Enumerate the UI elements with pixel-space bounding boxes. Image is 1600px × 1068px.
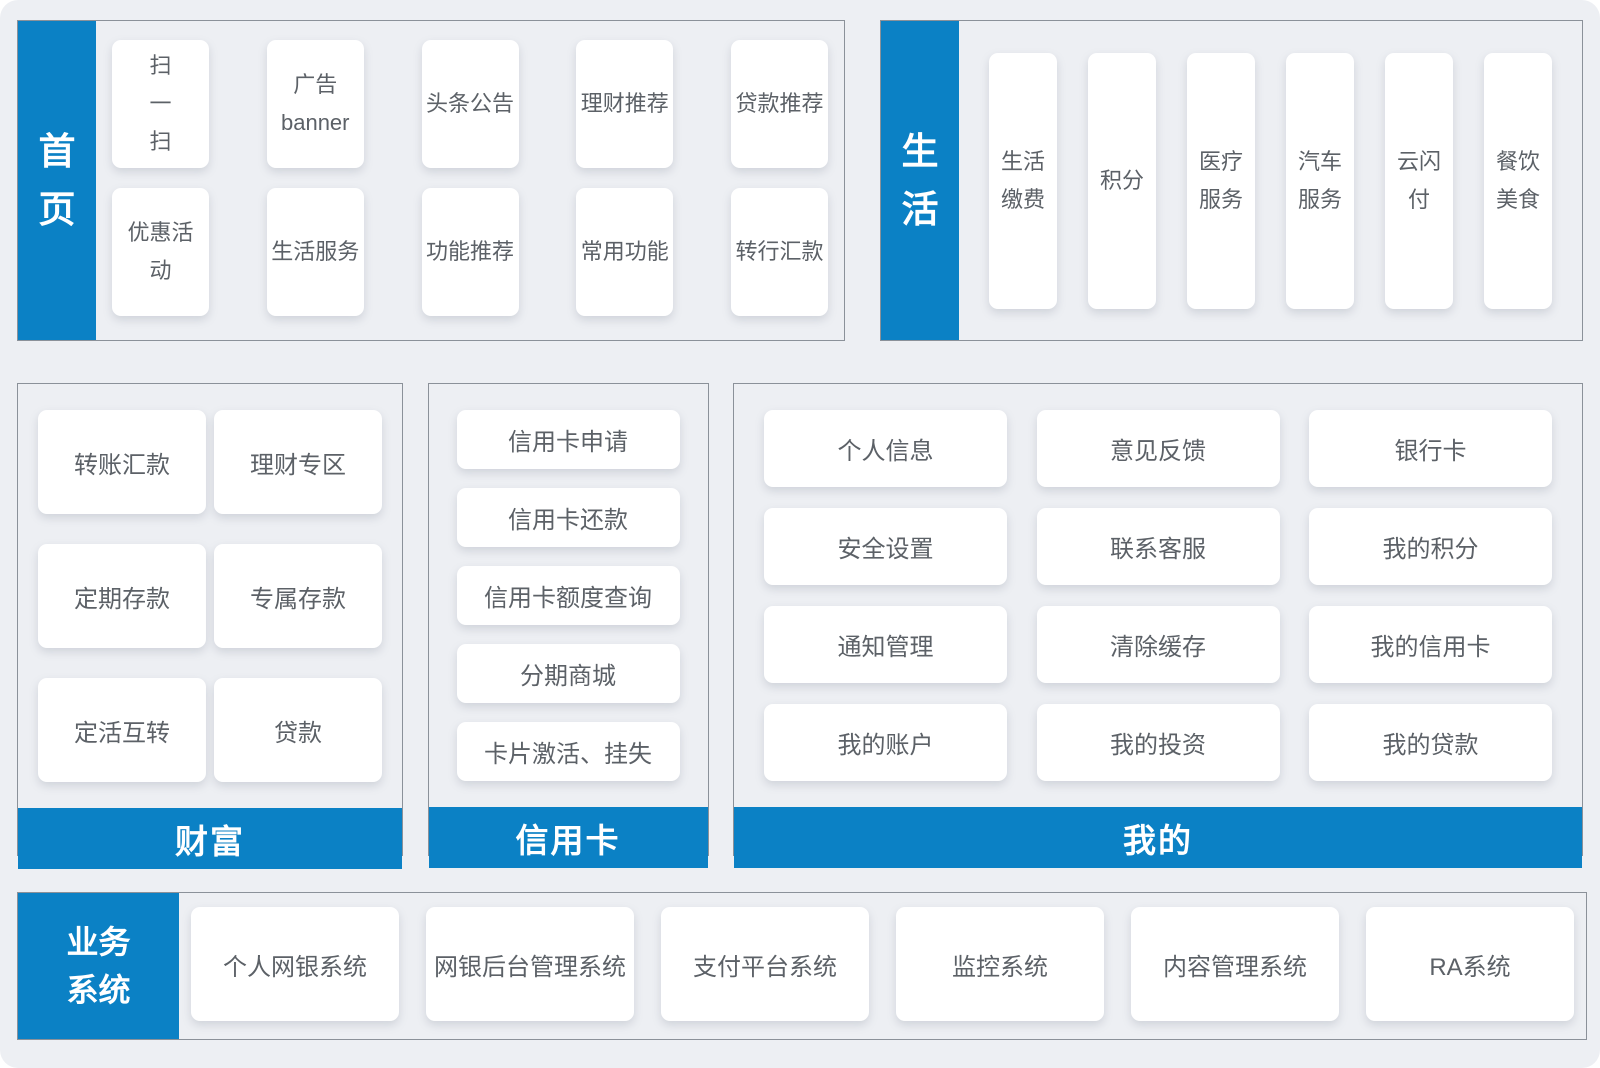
section-life-tab: 生 活: [881, 21, 959, 340]
diagram-card: 扫 一 扫: [112, 40, 209, 168]
diagram-card: 联系客服: [1036, 508, 1280, 585]
diagram-card: 头条公告: [421, 40, 519, 168]
diagram-card: 生活服务: [266, 188, 364, 316]
diagram-card: 优惠活 动: [112, 188, 209, 316]
diagram-card: 常用功能: [576, 188, 674, 316]
diagram-card: 我的信用卡: [1309, 606, 1552, 683]
diagram-card: 转账汇款: [38, 410, 206, 514]
diagram-card: 汽车 服务: [1286, 52, 1354, 309]
section-credit-card-items: 信用卡申请信用卡还款信用卡额度查询分期商城卡片激活、挂失: [429, 384, 708, 807]
diagram-card: 个人信息: [764, 410, 1007, 487]
diagram-card: 个人网银系统: [191, 907, 399, 1021]
section-home-tab: 首 页: [18, 21, 96, 340]
diagram-card: 通知管理: [764, 606, 1007, 683]
diagram-card: 餐饮 美食: [1484, 52, 1552, 309]
section-mine: 个人信息意见反馈银行卡安全设置联系客服我的积分通知管理清除缓存我的信用卡我的账户…: [733, 383, 1583, 868]
section-business-systems-tab: 业务 系统: [18, 893, 179, 1039]
section-wealth-items: 转账汇款理财专区定期存款专属存款定活互转贷款: [18, 384, 402, 808]
section-life-items: 生活 缴费积分医疗 服务汽车 服务云闪 付餐饮 美食: [959, 21, 1582, 340]
section-home-tab-label: 首 页: [38, 131, 76, 230]
diagram-card: 广告 banner: [266, 40, 364, 168]
diagram-card: 专属存款: [214, 544, 382, 648]
diagram-card: 我的投资: [1036, 704, 1280, 781]
diagram-card: 信用卡额度查询: [456, 566, 680, 625]
section-mine-items: 个人信息意见反馈银行卡安全设置联系客服我的积分通知管理清除缓存我的信用卡我的账户…: [734, 384, 1582, 807]
middle-row: 转账汇款理财专区定期存款专属存款定活互转贷款 财富 信用卡申请信用卡还款信用卡额…: [17, 383, 1583, 869]
diagram-card: 云闪 付: [1385, 52, 1453, 309]
section-home-items: 扫 一 扫广告 banner 头条公告理财推荐贷款推荐优惠活 动生活服务功能推荐常…: [96, 21, 844, 340]
diagram-card: 卡片激活、挂失: [456, 722, 680, 781]
diagram-card: RA系统: [1366, 907, 1574, 1021]
diagram-card: 定期存款: [38, 544, 206, 648]
section-home: 首 页 扫 一 扫广告 banner 头条公告理财推荐贷款推荐优惠活 动生活服务功…: [17, 20, 845, 341]
diagram-card: 我的账户: [764, 704, 1007, 781]
section-mine-bar-label: 我的: [1123, 821, 1193, 859]
diagram-card: 转行汇款: [731, 188, 828, 316]
diagram-card: 贷款: [214, 678, 382, 782]
section-mine-bar: 我的: [734, 807, 1582, 868]
diagram-card: 理财推荐: [576, 40, 674, 168]
diagram-card: 分期商城: [456, 644, 680, 703]
section-credit-card-bar: 信用卡: [428, 807, 708, 868]
diagram-card: 清除缓存: [1036, 606, 1280, 683]
diagram-card: 内容管理系统: [1131, 907, 1339, 1021]
diagram-card: 信用卡还款: [456, 488, 680, 547]
section-life-tab-label: 生 活: [901, 131, 939, 230]
section-wealth: 转账汇款理财专区定期存款专属存款定活互转贷款 财富: [17, 383, 403, 869]
section-credit-card-bar-label: 信用卡: [515, 821, 621, 859]
section-business-systems-tab-label: 业务 系统: [66, 924, 131, 1008]
diagram-card: 监控系统: [896, 907, 1104, 1021]
diagram-card: 理财专区: [214, 410, 382, 514]
top-row: 首 页 扫 一 扫广告 banner 头条公告理财推荐贷款推荐优惠活 动生活服务功…: [17, 20, 1583, 341]
diagram-card: 积分: [1088, 52, 1156, 309]
diagram-card: 医疗 服务: [1187, 52, 1255, 309]
diagram-card: 我的贷款: [1309, 704, 1552, 781]
diagram-card: 生活 缴费: [989, 52, 1057, 309]
diagram-card: 支付平台系统: [661, 907, 869, 1021]
section-life: 生 活 生活 缴费积分医疗 服务汽车 服务云闪 付餐饮 美食: [880, 20, 1583, 341]
diagram-card: 定活互转: [38, 678, 206, 782]
diagram-card: 网银后台管理系统: [426, 907, 634, 1021]
diagram-card: 功能推荐: [421, 188, 519, 316]
diagram-card: 银行卡: [1309, 410, 1552, 487]
diagram-card: 我的积分: [1309, 508, 1552, 585]
diagram-card: 信用卡申请: [456, 410, 680, 469]
diagram-card: 安全设置: [764, 508, 1007, 585]
section-credit-card: 信用卡申请信用卡还款信用卡额度查询分期商城卡片激活、挂失 信用卡: [427, 383, 709, 868]
diagram-card: 贷款推荐: [731, 40, 828, 168]
diagram-card: 意见反馈: [1036, 410, 1280, 487]
section-wealth-bar: 财富: [18, 808, 402, 869]
section-wealth-bar-label: 财富: [175, 822, 245, 860]
